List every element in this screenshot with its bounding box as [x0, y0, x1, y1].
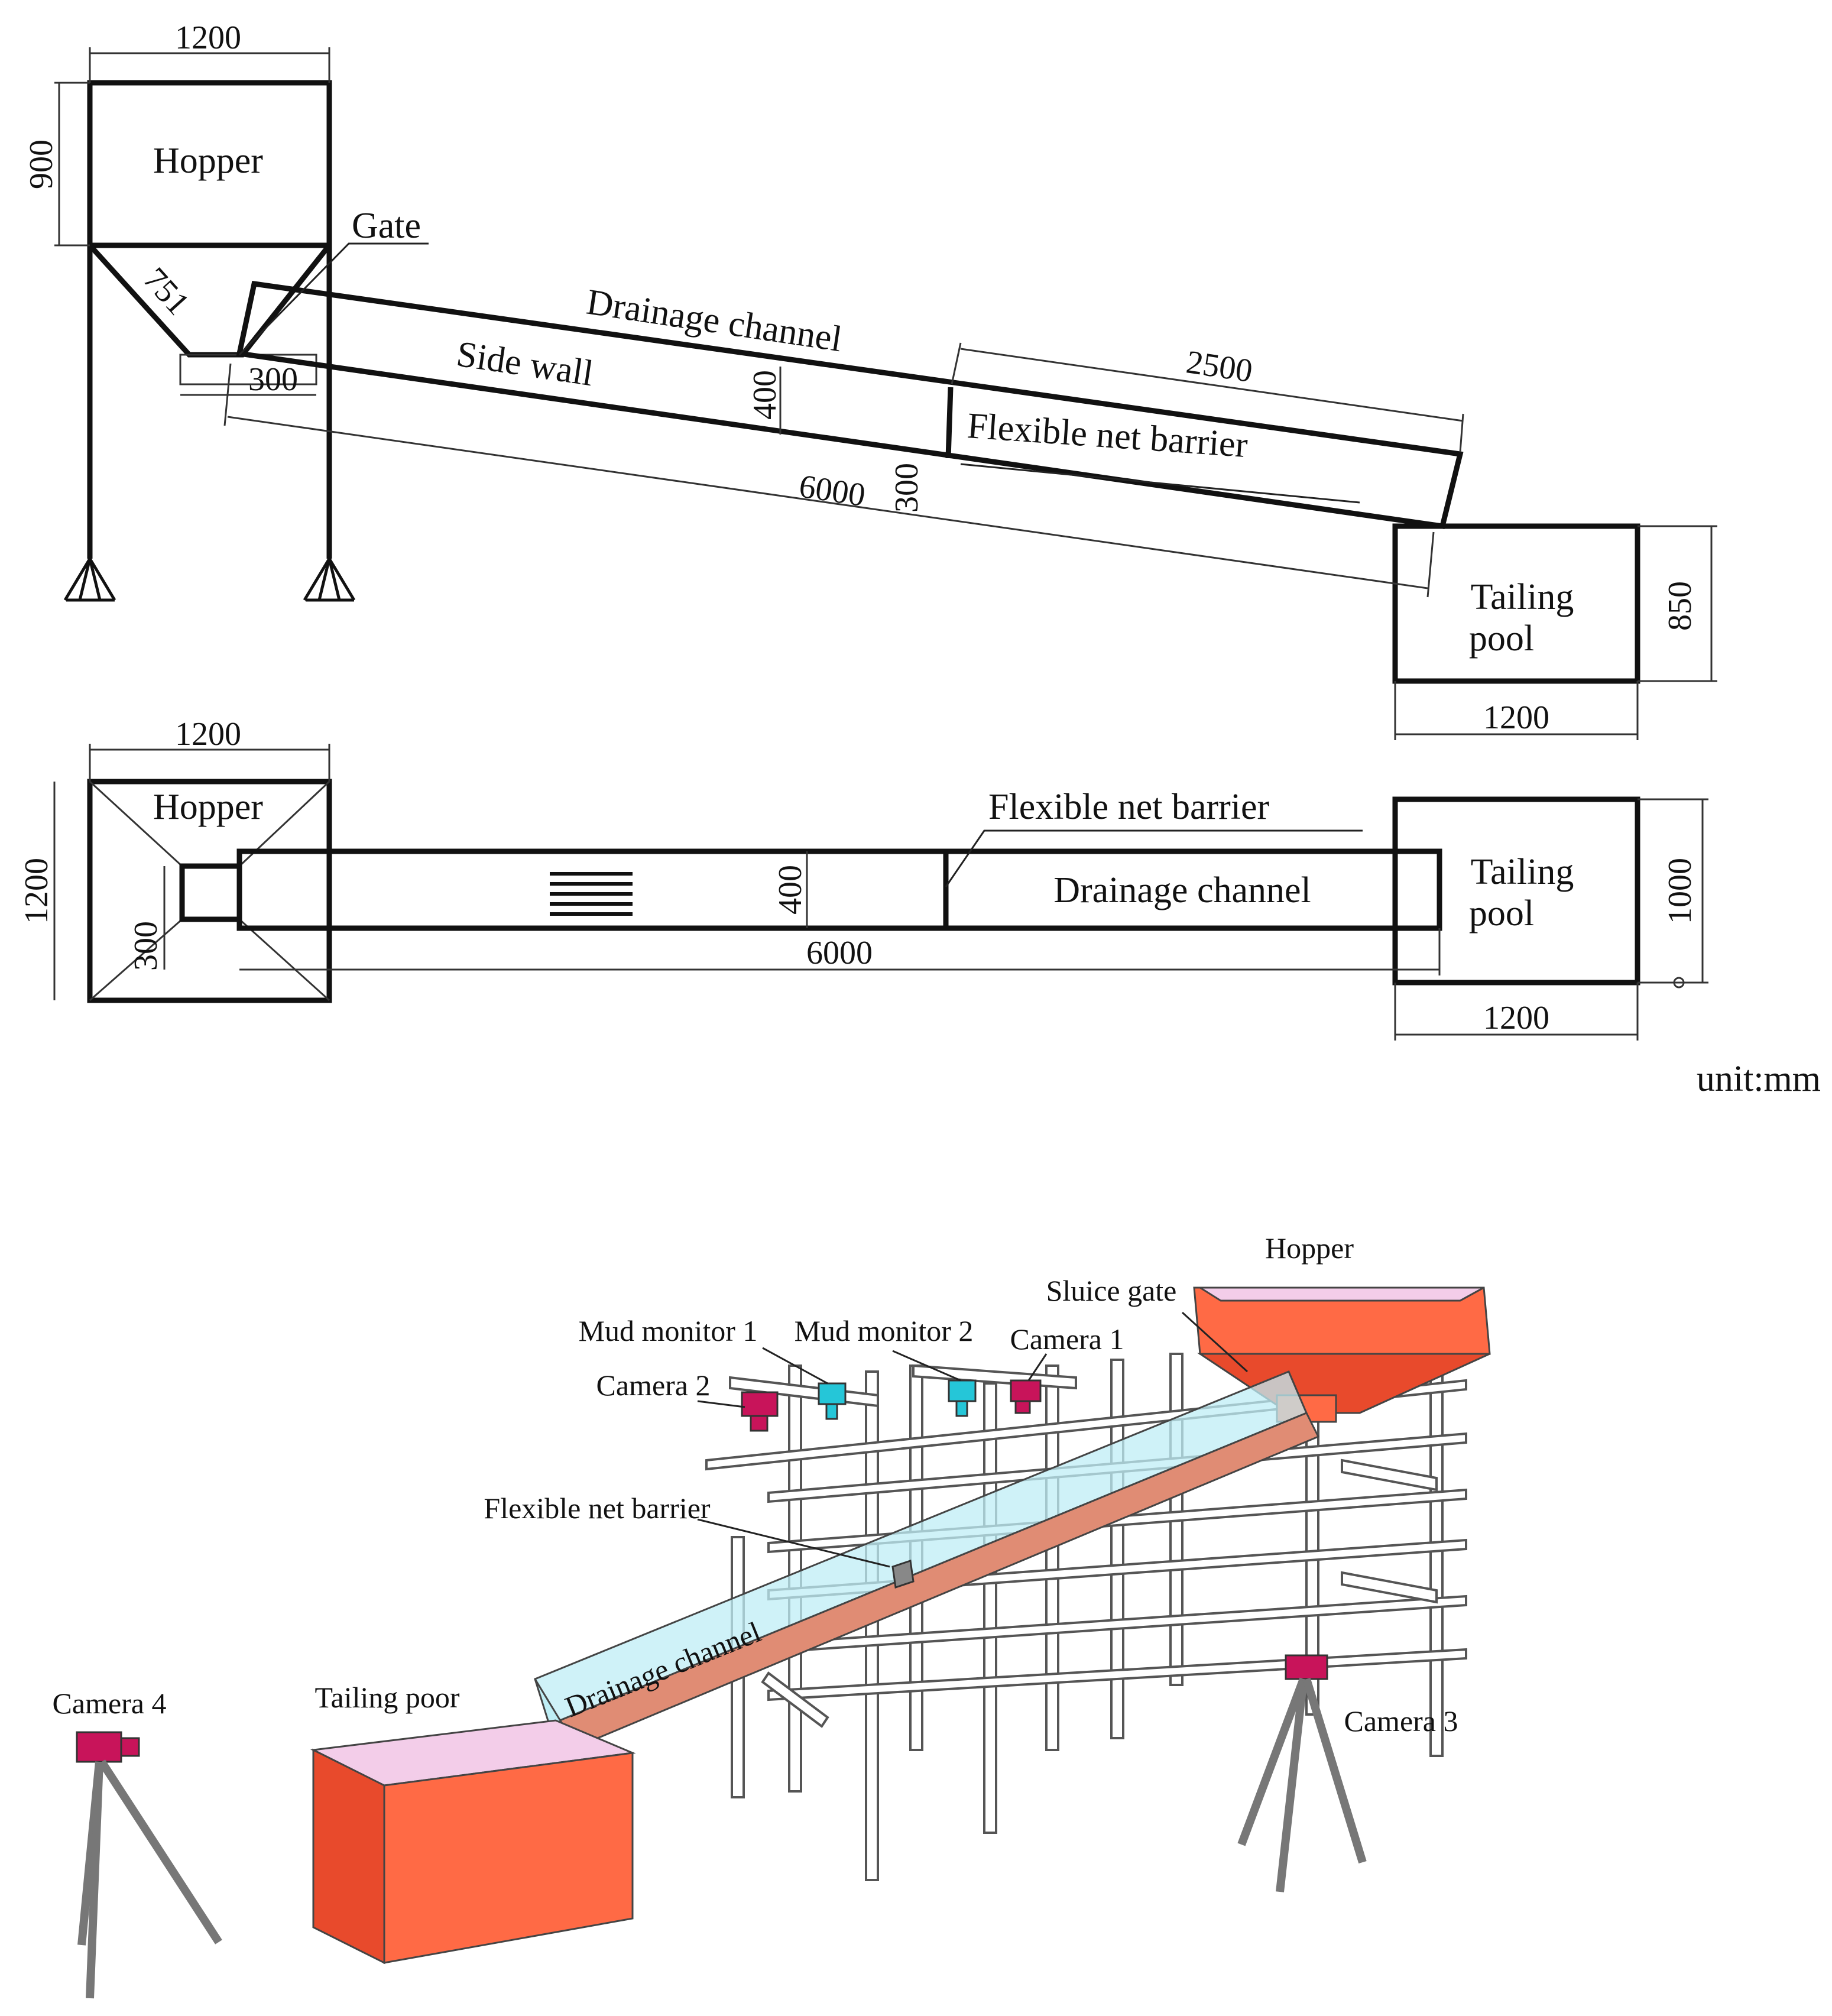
mud-monitor-1	[818, 1382, 847, 1420]
dim-hopper-height: 900	[23, 140, 60, 189]
plan-hopper-outlet	[179, 863, 242, 922]
support-symbol-left	[63, 558, 116, 602]
camera-1-leader	[1027, 1353, 1048, 1381]
mud-monitor-2-leader	[892, 1350, 961, 1382]
elevation-pool-label-1: Tailing	[1471, 577, 1574, 617]
mud-monitor-2-label: Mud monitor 2	[795, 1314, 974, 1347]
elevation-barrier-label: Flexible net barrier	[966, 406, 1249, 465]
support-symbol-right	[303, 558, 356, 602]
sluice-gate-label: Sluice gate	[1046, 1274, 1177, 1307]
dim-hopper-slope: 751	[136, 261, 196, 322]
plan-hopper	[87, 779, 332, 1003]
sluice-gate-leader	[1181, 1311, 1249, 1373]
camera-3-label: Camera 3	[1344, 1704, 1458, 1738]
dim-pool-height: 850	[1662, 581, 1698, 631]
model-drainage-channel	[534, 1370, 1320, 1748]
dim-pool-width: 1200	[1483, 699, 1549, 736]
dim-hopper-width: 1200	[175, 20, 241, 56]
elevation-hopper-label: Hopper	[153, 141, 263, 181]
model-3d-view: Hopper Sluice gate Drainage channel Flex…	[53, 1231, 1491, 1999]
barrier-underline	[960, 463, 1360, 504]
dim-outlet: 300	[248, 361, 298, 398]
plan-barrier-leader	[945, 829, 1363, 887]
camera-2	[741, 1391, 779, 1432]
elevation-tailing-pool	[1392, 523, 1640, 684]
plan-channel-label: Drainage channel	[1053, 870, 1311, 910]
camera-4-label: Camera 4	[53, 1687, 167, 1720]
camera-4	[76, 1731, 222, 1999]
plan-dimensions: 1200 1200 300 400 6000 1000 1200	[18, 716, 1708, 1041]
camera-2-leader	[697, 1400, 745, 1408]
camera-1-label: Camera 1	[1010, 1323, 1124, 1356]
dim-channel-depth: 400	[747, 370, 783, 420]
plan-dim-channel-width: 400	[772, 865, 809, 915]
elevation-pool-label-2: pool	[1469, 618, 1534, 659]
model-net-barrier-mesh	[891, 1560, 915, 1589]
plan-pool-label-2: pool	[1469, 893, 1534, 934]
dim-channel-length: 6000	[797, 468, 868, 514]
dim-barrier-height: 300	[889, 463, 925, 513]
plan-dim-pool-depth: 1000	[1662, 858, 1698, 924]
model-pool-label: Tailing poor	[314, 1681, 459, 1714]
unit-label: unit:mm	[1697, 1059, 1821, 1099]
mud-monitor-1-leader	[762, 1347, 828, 1385]
elevation-view: Hopper Gate Drainage channel Side wall F…	[23, 20, 1717, 740]
plan-tailing-pool	[1392, 796, 1640, 986]
elevation-hopper	[87, 80, 332, 248]
model-hopper-label: Hopper	[1265, 1231, 1354, 1265]
model-barrier-label: Flexible net barrier	[484, 1492, 711, 1525]
mud-monitor-1-label: Mud monitor 1	[579, 1314, 758, 1347]
model-tailing-pool	[310, 1719, 636, 1965]
plan-dim-channel-length: 6000	[806, 935, 873, 971]
plan-dim-outlet: 300	[128, 921, 164, 971]
plan-hopper-label: Hopper	[153, 787, 263, 827]
plan-pool-label-1: Tailing	[1471, 852, 1574, 892]
model-barrier-leader	[697, 1518, 890, 1568]
plan-view: Hopper Flexible net barrier Drainage cha…	[18, 716, 1821, 1099]
plan-dim-pool-width: 1200	[1483, 1000, 1549, 1036]
plan-dim-hopper-depth: 1200	[18, 858, 55, 924]
camera-3	[1237, 1654, 1367, 1892]
plan-net-symbol	[550, 872, 633, 916]
plan-dim-hopper-width: 1200	[175, 716, 241, 753]
plan-barrier-label: Flexible net barrier	[988, 787, 1269, 827]
camera-2-label: Camera 2	[596, 1369, 711, 1402]
gate-label: Gate	[352, 206, 421, 246]
mud-monitor-2	[948, 1379, 977, 1417]
camera-1	[1010, 1379, 1042, 1414]
gate-leader	[238, 242, 429, 356]
plan-drainage-channel	[236, 848, 1442, 931]
elevation-dimensions: 1200 900 751 300 400 300 6000 2500 850	[23, 20, 1717, 740]
elevation-flexible-net-barrier	[945, 387, 954, 459]
